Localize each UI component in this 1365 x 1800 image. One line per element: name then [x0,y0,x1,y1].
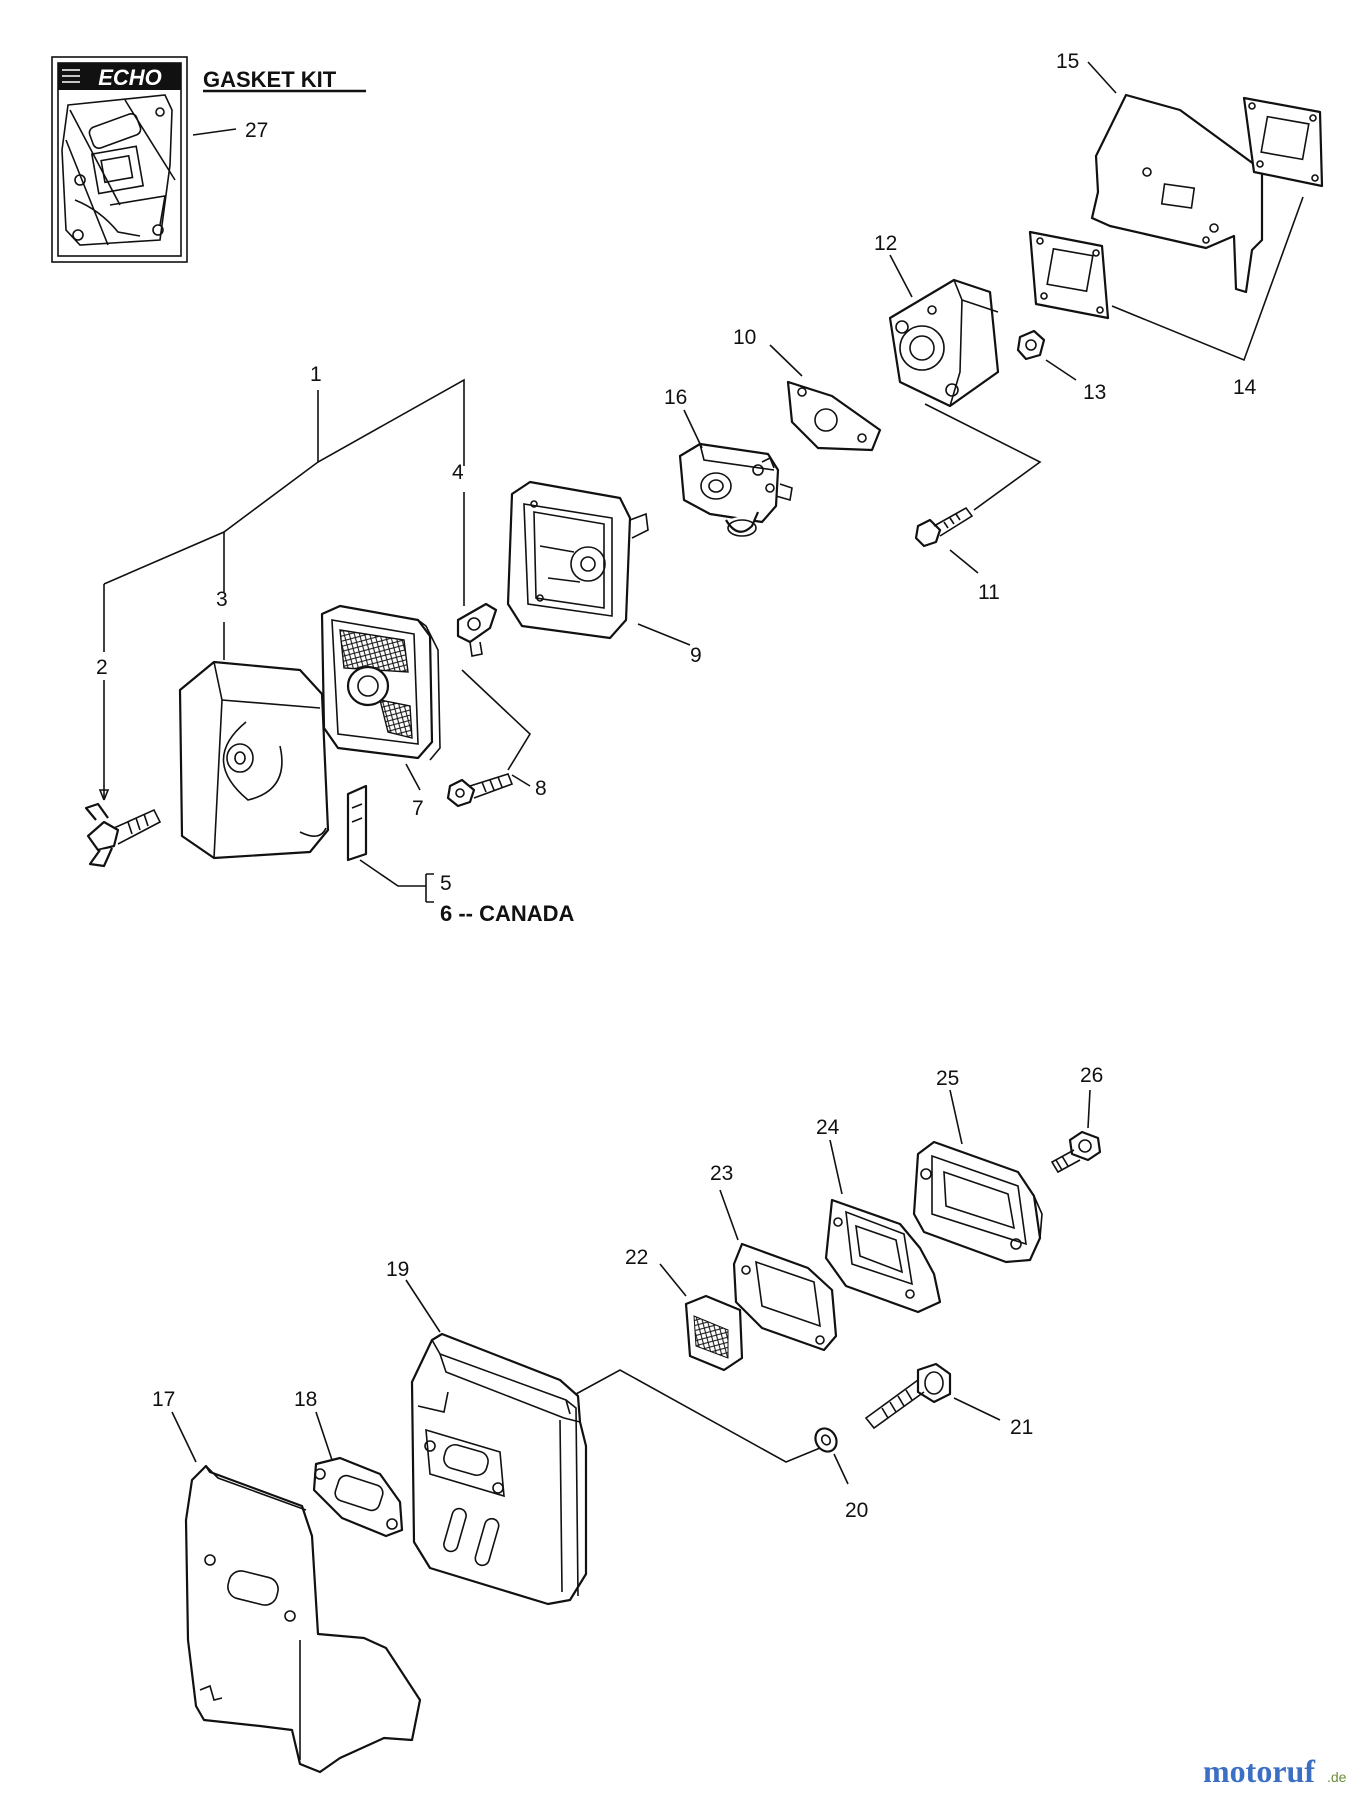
svg-text:ECHO: ECHO [98,65,162,90]
callout-3: 3 [216,588,228,611]
gasket-kit-box: ECHO GASKET KIT [51,56,366,263]
part-21-bolt [864,1362,952,1430]
callout-13: 13 [1083,381,1106,404]
callout-18: 18 [294,1388,317,1411]
part-2-wing-bolt [84,802,162,868]
echo-logo: ECHO [58,63,181,90]
callout-9: 9 [690,644,702,667]
part-8-screw [446,773,514,808]
callout-1: 1 [310,363,322,386]
gasket-kit-illustration [61,94,176,246]
part-20-washer [814,1427,838,1453]
part-3-air-cleaner-cover [178,660,330,860]
motoruf-watermark: motoruf .de [1203,1753,1347,1789]
part-14-gasket-lower [1028,230,1110,320]
part-14-gasket-upper [1242,96,1324,188]
callout-25: 25 [936,1067,959,1090]
part-18-gasket [312,1456,404,1538]
part-19-muffler [410,1332,588,1606]
svg-text:motoruf: motoruf [1203,1753,1315,1789]
part-4-choke-lever [456,602,498,657]
part-9-air-cleaner-base [506,480,649,640]
callout-12: 12 [874,232,897,255]
callout-10: 10 [733,326,756,349]
callout-20: 20 [845,1499,868,1522]
part-12-insulator [888,278,1000,408]
part-15-bracket [1090,93,1264,294]
gasket-kit-title: GASKET KIT [203,67,337,92]
part-24-gasket [824,1198,942,1314]
callout-15: 15 [1056,50,1079,73]
callout-5: 5 [440,872,452,895]
callout-23: 23 [710,1162,733,1185]
callout-4: 4 [452,461,464,484]
part-26-bolt [1050,1130,1102,1174]
callout-27: 27 [245,119,268,142]
part-10-gasket [786,380,882,452]
callout-16: 16 [664,386,687,409]
callout-7: 7 [412,797,424,820]
callout-6-canada: 6 -- CANADA [440,901,575,926]
part-11-bolt [914,506,974,548]
callout-26: 26 [1080,1064,1103,1087]
callout-19: 19 [386,1258,409,1281]
callout-2: 2 [96,656,108,679]
part-13-nut [1016,329,1046,361]
callout-17: 17 [152,1388,175,1411]
part-25-plate [912,1140,1043,1264]
part-5-label [346,784,368,862]
callout-11: 11 [978,581,1000,604]
svg-text:.de: .de [1327,1769,1347,1785]
callout-24: 24 [816,1116,840,1139]
callout-22: 22 [625,1246,648,1269]
part-16-carburetor [678,442,793,537]
part-17-heat-shield [184,1464,422,1774]
part-7-filter [320,604,441,761]
callout-14: 14 [1233,376,1257,399]
callout-21: 21 [1010,1416,1033,1439]
part-23-gasket [732,1242,838,1352]
callout-8: 8 [535,777,547,800]
part-22-screen [684,1294,744,1372]
